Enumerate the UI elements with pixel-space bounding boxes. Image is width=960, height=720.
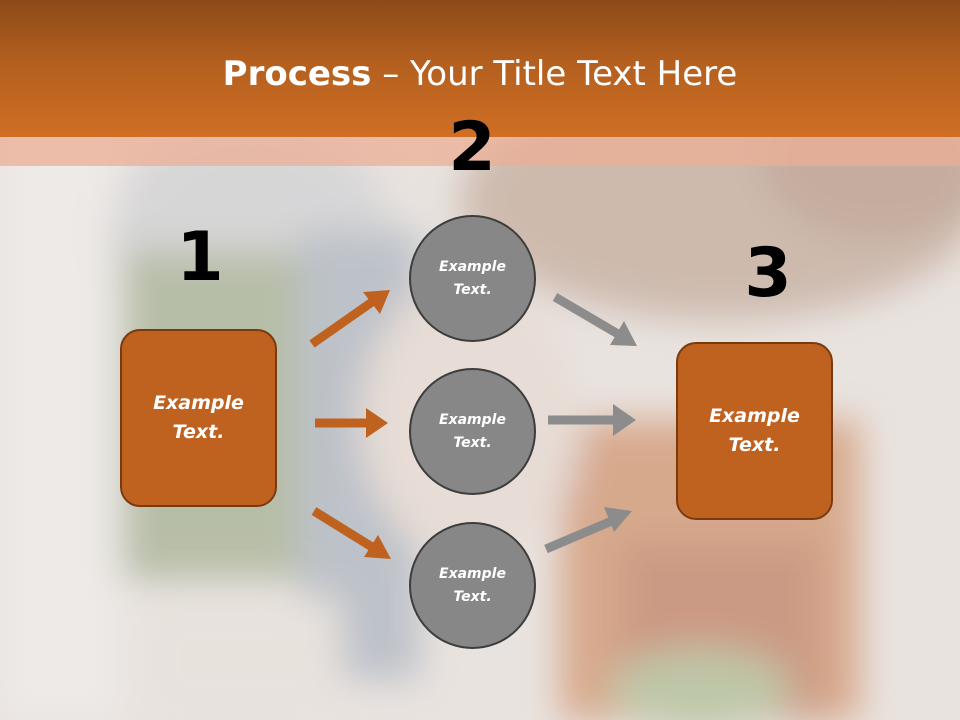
header-bar: [0, 0, 960, 137]
title-rest-text: Your Title Text Here: [410, 54, 738, 94]
circle-middle-text: Example Text.: [439, 411, 506, 451]
arrow-box1-to-circle1: [309, 290, 390, 348]
step1-box: Example Text.: [120, 329, 277, 507]
step-number-1: 1: [176, 218, 224, 297]
slide-title: Process – Your Title Text Here: [0, 52, 960, 96]
step1-box-text: Example Text.: [153, 392, 244, 443]
arrow-circle1-to-box3: [552, 293, 637, 346]
title-bold-text: Process: [222, 54, 372, 94]
arrow-circle2-to-box3: [548, 404, 636, 436]
circle-top-text: Example Text.: [439, 258, 506, 298]
circle-bottom-text: Example Text.: [439, 565, 506, 605]
step2-circle-bottom: Example Text.: [409, 522, 536, 649]
title-separator: –: [371, 54, 411, 94]
arrow-box1-to-circle3: [311, 507, 391, 559]
step-number-3: 3: [744, 234, 792, 313]
arrow-circle3-to-box3: [544, 507, 632, 554]
step3-box: Example Text.: [676, 342, 833, 520]
step2-circle-middle: Example Text.: [409, 368, 536, 495]
header-band: [0, 137, 960, 166]
step2-circle-top: Example Text.: [409, 215, 536, 342]
arrow-box1-to-circle2: [315, 408, 388, 438]
step3-box-text: Example Text.: [709, 405, 800, 456]
step-number-2: 2: [448, 108, 496, 187]
